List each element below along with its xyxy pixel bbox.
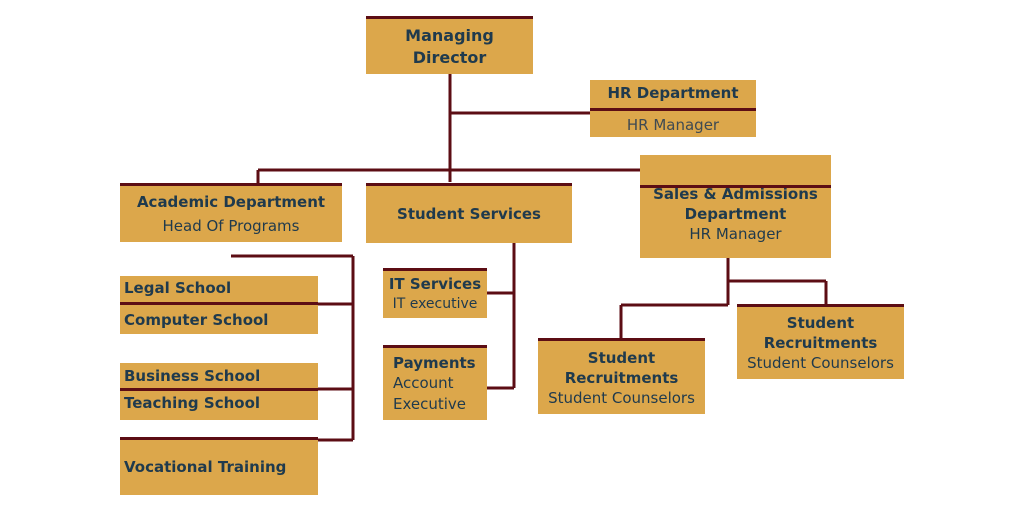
academic-department-box: Academic Department Head Of Programs [120, 183, 342, 242]
node-subtitle: Account Executive [393, 373, 467, 413]
hr-department-box: HR Department HR Manager [590, 80, 756, 137]
computer-school-label: Computer School [124, 311, 269, 329]
node-subtitle: Head Of Programs [162, 216, 300, 235]
node-subtitle: Student Counselors [747, 354, 894, 372]
teaching-school-label: Teaching School [124, 394, 261, 412]
node-subtitle: HR Manager [689, 224, 782, 243]
node-title: HR Department [607, 84, 739, 102]
node-title: Academic Department [136, 192, 326, 211]
student-services-box: Student Services [366, 183, 572, 243]
divider [640, 185, 831, 188]
managing-director-box: Managing Director [366, 16, 533, 74]
legal-school-label: Legal School [124, 279, 232, 297]
business-school-label: Business School [124, 367, 261, 385]
sales-admissions-box: Sales & Admissions Department HR Manager [640, 155, 831, 258]
node-title: IT Services [388, 275, 482, 293]
vocational-training-box: Vocational Training [120, 437, 318, 495]
it-services-box: IT Services IT executive [383, 268, 487, 318]
node-subtitle: HR Manager [626, 116, 720, 134]
node-title: Student Recruitments [564, 348, 679, 387]
payments-box: Payments Account Executive [383, 345, 487, 420]
legal-computer-school-box: Legal School Computer School [120, 276, 318, 334]
node-subtitle: IT executive [392, 296, 478, 312]
node-title: Managing Director [405, 25, 494, 67]
node-title: Payments [393, 353, 476, 372]
divider [120, 302, 318, 305]
divider [590, 108, 756, 111]
node-subtitle: Student Counselors [548, 388, 695, 407]
student-recruitments-box-2: Student Recruitments Student Counselors [737, 304, 904, 379]
business-teaching-school-box: Business School Teaching School [120, 363, 318, 420]
node-title: Student Services [397, 205, 541, 223]
student-recruitments-box-1: Student Recruitments Student Counselors [538, 338, 705, 414]
node-title: Vocational Training [124, 458, 287, 476]
node-title: Student Recruitments [763, 314, 878, 352]
divider [120, 388, 318, 391]
node-title: Sales & Admissions Department [653, 184, 818, 223]
